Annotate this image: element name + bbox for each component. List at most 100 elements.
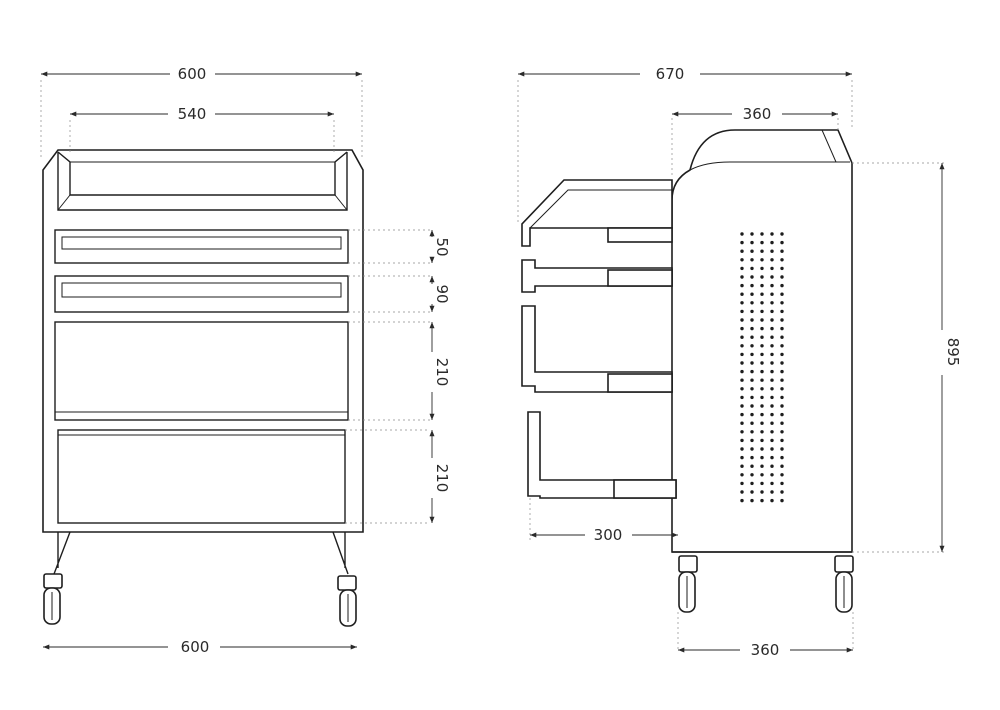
perforation-dot [740, 369, 744, 374]
perforation-dot [740, 335, 744, 339]
perforation-dot [740, 378, 744, 382]
perforation-dot [770, 335, 774, 339]
perforation-dot [780, 326, 784, 331]
dim-drawer-2-height: 90 [433, 284, 451, 303]
perforation-dot [740, 283, 744, 288]
perforation-dot [760, 378, 764, 382]
perforation-dot [770, 438, 774, 443]
perforation-dot [750, 490, 754, 494]
perforation-dot [760, 352, 764, 357]
perforation-dot [780, 481, 784, 486]
dim-drawer-extension: 300 [594, 526, 623, 544]
perforation-dot [750, 301, 754, 305]
perforation-dot [760, 430, 764, 434]
perforation-dot [750, 318, 754, 322]
perforation-dot [760, 283, 764, 288]
perforation-dot [760, 498, 764, 503]
perforation-dot [750, 232, 754, 236]
perforation-dot [780, 438, 784, 443]
perforation-dot [770, 490, 774, 494]
front-caster-right [337, 575, 357, 627]
front-view: 600 540 50 90 210 210 600 [40, 65, 451, 656]
perforation-dot [770, 326, 774, 331]
perforation-dot [780, 361, 784, 365]
perforation-dot [740, 404, 744, 408]
perforation-dot [740, 387, 744, 391]
perforation-dot [760, 404, 764, 408]
perforation-dot [740, 301, 744, 305]
perforation-dot [740, 430, 744, 434]
perforation-dot [770, 240, 774, 245]
perforation-dot [770, 232, 774, 236]
dim-side-base-depth: 360 [751, 641, 780, 659]
perforation-dot [780, 369, 784, 374]
side-cabinet-body [671, 129, 853, 553]
perforation-dot [740, 292, 744, 296]
perforation-dot [770, 344, 774, 348]
perforation-dot [780, 395, 784, 400]
perforation-dot [780, 335, 784, 339]
perforation-dot [740, 240, 744, 245]
perforation-dot [770, 318, 774, 322]
perforation-dot [740, 438, 744, 443]
perforation-dot [770, 292, 774, 296]
perforation-dot [770, 473, 774, 477]
side-view: 670 360 895 300 360 [517, 65, 962, 659]
perforation-dot [740, 361, 744, 365]
front-drawer-3 [54, 321, 349, 421]
perforation-dot [750, 240, 754, 245]
perforation-dot [780, 309, 784, 314]
perforation-dot [750, 361, 754, 365]
perforation-dot [770, 481, 774, 486]
perforation-dot [780, 344, 784, 348]
perforation-dot [780, 232, 784, 236]
perforation-dot [750, 421, 754, 425]
dim-front-width-top: 600 [178, 65, 207, 83]
perforation-dot [780, 387, 784, 391]
perforation-dot [740, 258, 744, 262]
perforation-dot [760, 481, 764, 486]
perforation-dot [780, 473, 784, 477]
side-drawer-2 [521, 259, 673, 293]
front-drawer-2 [54, 275, 349, 313]
perforation-dot [750, 249, 754, 253]
perforation-dot [770, 498, 774, 503]
perforation-dot [750, 447, 754, 451]
perforation-dot [780, 421, 784, 425]
perforation-dot [740, 498, 744, 503]
dim-side-depth: 670 [656, 65, 685, 83]
perforation-dot [750, 378, 754, 382]
front-caster-left [43, 573, 63, 625]
perforation-dot [770, 430, 774, 434]
perforation-dot [750, 266, 754, 271]
side-drawer-3 [521, 305, 673, 393]
perforation-dot [780, 292, 784, 296]
perforation-dot [760, 455, 764, 460]
perforation-dot [740, 232, 744, 236]
perforation-dot [780, 464, 784, 468]
perforation-dot [750, 430, 754, 434]
perforation-dot [780, 318, 784, 322]
front-leg-left [53, 531, 71, 575]
perforation-dot [760, 232, 764, 236]
perforation-dot [780, 490, 784, 494]
perforation-dot [780, 430, 784, 434]
perforation-dot [770, 455, 774, 460]
perforation-dot [750, 335, 754, 339]
perforation-dot [750, 326, 754, 331]
perforation-dot [740, 309, 744, 314]
perforation-dot [750, 275, 754, 279]
perforation-dot [760, 249, 764, 253]
perforation-dot [760, 258, 764, 262]
perforation-dot [740, 266, 744, 271]
perforation-dot [750, 498, 754, 503]
perforation-dot [740, 464, 744, 468]
perforation-dot [770, 275, 774, 279]
perforation-dot [760, 335, 764, 339]
perforation-dot [760, 438, 764, 443]
front-cabinet-body [42, 149, 364, 533]
perforation-dot [770, 464, 774, 468]
perforation-dot [770, 258, 774, 262]
